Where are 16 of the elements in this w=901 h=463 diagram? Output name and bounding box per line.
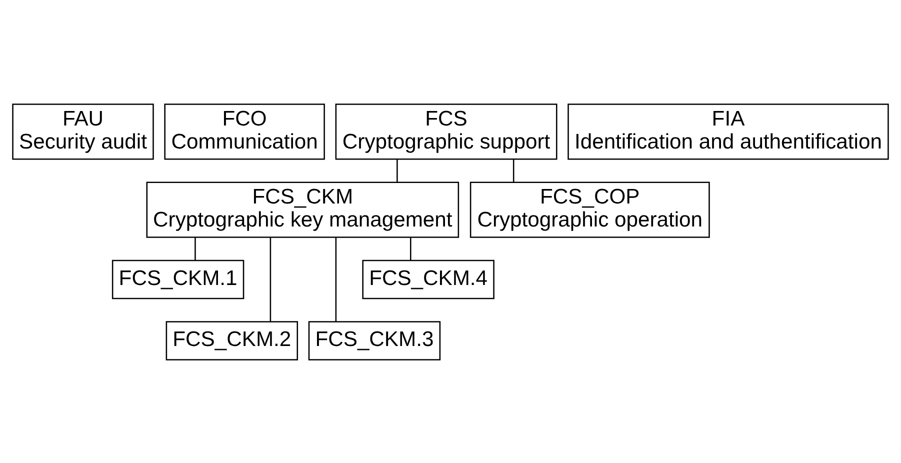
node-box: FAU Security audit [12, 103, 154, 160]
node-box: FCS_COP Cryptographic operation [470, 181, 710, 238]
connector [270, 237, 272, 322]
node-box: FCS_CKM Cryptographic key management [146, 181, 460, 238]
node-box: FCS_CKM.1 [112, 259, 244, 299]
connector [194, 236, 196, 260]
node-box: FCS_CKM.2 [166, 320, 298, 360]
node-box: FCS Cryptographic support [335, 103, 558, 160]
connector [512, 158, 514, 182]
node-box: FCS_CKM.4 [362, 259, 494, 299]
connector [396, 158, 398, 182]
node-box: FCO Communication [164, 103, 325, 160]
node-box: FIA Identification and authentification [568, 103, 889, 160]
connector [410, 236, 412, 260]
connector [335, 237, 337, 322]
node-box: FCS_CKM.3 [308, 320, 441, 360]
